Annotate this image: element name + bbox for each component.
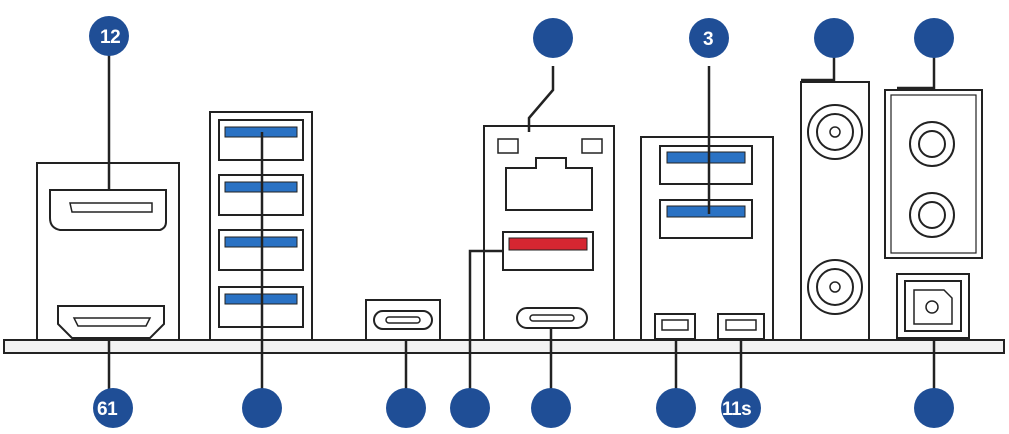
callout-label: 11s [722,399,751,420]
antenna-connector [807,259,863,315]
antenna-housing [800,81,870,341]
callout-badge: 12 [89,16,129,56]
callout-badge: 3 [689,18,729,58]
callout-badge [914,18,954,58]
callout-badge: 61 [93,388,133,428]
callout-badge [242,388,282,428]
callout-badge [531,388,571,428]
callout-label: 12 [100,27,120,48]
video-port-housing [36,162,180,341]
callout-label: 61 [97,399,118,420]
leader-lines-top [107,52,936,214]
audio-jack [909,121,955,167]
antenna-connector [807,104,863,160]
leader-lines-bottom [107,249,936,395]
usb-c-port [365,299,441,341]
audio-jack [909,192,955,238]
callout-badge [386,388,426,428]
board-edge [3,339,1005,354]
ethernet-port [505,157,593,211]
callouts-top: 12 3 [89,16,954,58]
audio-housing [884,89,983,339]
callout-badge [533,18,573,58]
callout-label: 3 [703,29,713,50]
callout-badge [450,388,490,428]
callout-badge [814,18,854,58]
callout-badge: 11s [721,388,761,428]
usb-dual-housing [640,136,774,341]
callouts-bottom: 61 11s [93,388,954,428]
lan-usb-housing [483,125,615,341]
callout-badge [914,388,954,428]
optical-spdif-port [896,273,970,339]
callout-badge [656,388,696,428]
usb-quad-stack [209,111,313,395]
